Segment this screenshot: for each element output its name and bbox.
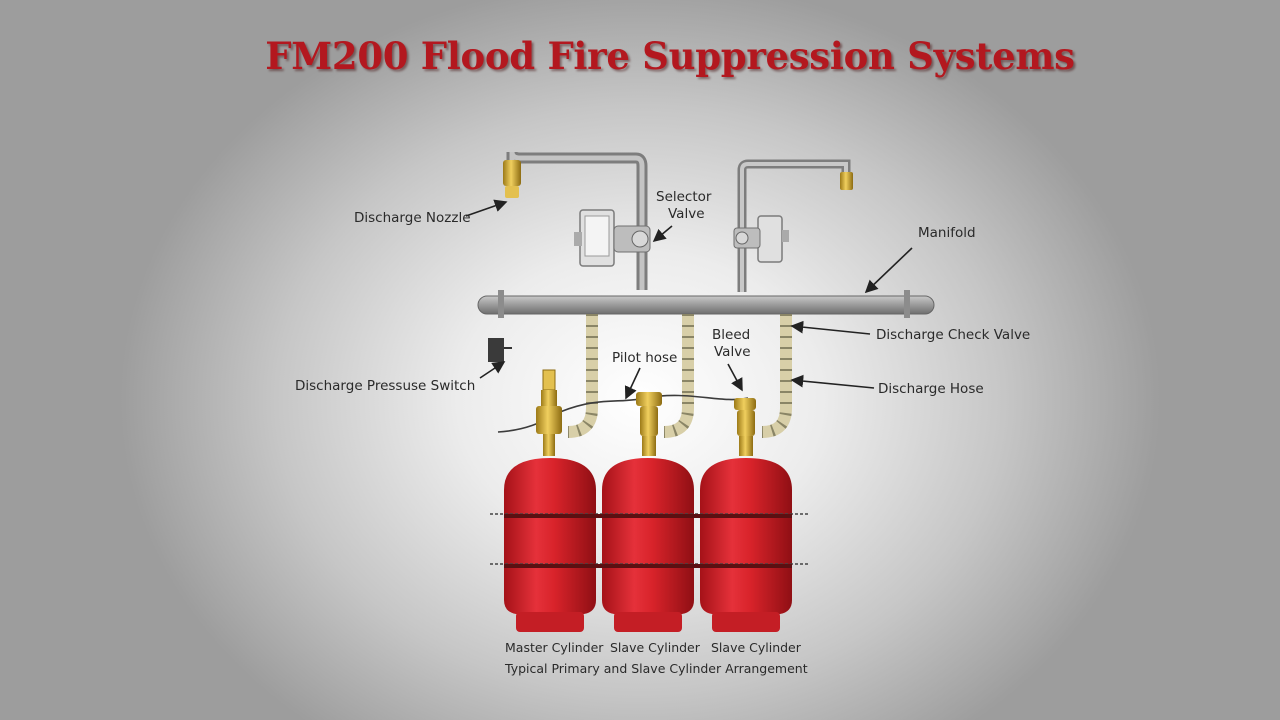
- nozzle-pipe-left: [506, 151, 648, 292]
- label-discharge-nozzle: Discharge Nozzle: [354, 210, 471, 226]
- selector-valve-right: [733, 215, 789, 263]
- label-discharge-pressure-switch: Discharge Pressuse Switch: [295, 378, 476, 394]
- label-cylinder-master: Master Cylinder: [505, 640, 604, 655]
- page-title: FM200 Flood Fire Suppression Systems: [265, 34, 1075, 78]
- label-cylinder-slave-1: Slave Cylinder: [610, 640, 700, 655]
- cylinder-master: [504, 458, 596, 632]
- cylinder-slave-2: [700, 458, 792, 632]
- nozzle-pipe-right: [737, 159, 851, 292]
- pilot-hose-line: [497, 394, 749, 433]
- label-bleed-valve-line1: Bleed: [712, 327, 751, 343]
- label-cylinder-slave-2: Slave Cylinder: [711, 640, 801, 655]
- leader-arrows: [465, 199, 913, 400]
- label-manifold: Manifold: [918, 225, 976, 241]
- label-selector-valve-line2: Valve: [668, 206, 705, 222]
- label-discharge-check-valve: Discharge Check Valve: [876, 327, 1031, 343]
- label-discharge-hose: Discharge Hose: [878, 381, 984, 397]
- cylinder-valves: [536, 369, 756, 456]
- label-bleed-valve-line2: Valve: [714, 344, 751, 360]
- selector-valve-left: [574, 209, 651, 267]
- discharge-pressure-switch: [488, 338, 512, 362]
- cylinder-slave-1: [602, 458, 694, 632]
- diagram-caption: Typical Primary and Slave Cylinder Arran…: [505, 661, 808, 676]
- discharge-nozzle-right: [840, 172, 853, 190]
- manifold-pipe: [477, 290, 935, 318]
- label-pilot-hose: Pilot hose: [612, 350, 678, 366]
- cylinder-straps: [490, 513, 808, 568]
- discharge-hoses: [567, 314, 792, 438]
- discharge-nozzle-left: [503, 160, 521, 198]
- label-selector-valve-line1: Selector: [656, 189, 712, 205]
